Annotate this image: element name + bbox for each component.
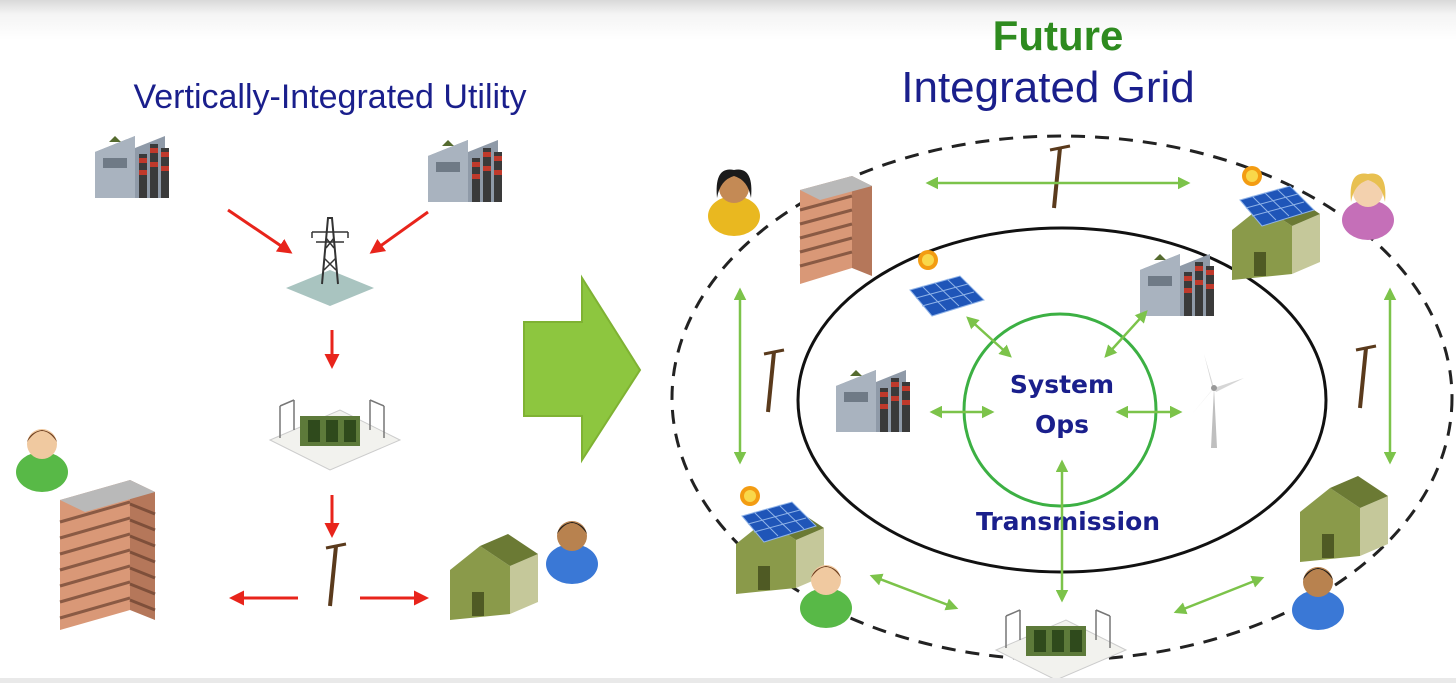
substation-icon [269, 399, 401, 471]
sun-icon [1242, 166, 1262, 186]
utility-pole-icon [324, 542, 348, 608]
solar-panel-icon [909, 275, 985, 317]
utility-pole-icon [1354, 344, 1378, 410]
sun-icon [740, 486, 760, 506]
person-icon [708, 169, 760, 236]
person-icon [546, 521, 598, 584]
green-arrow [966, 316, 1012, 358]
office-building-icon [58, 478, 157, 632]
person-icon [1342, 173, 1394, 240]
person-icon [1292, 567, 1344, 630]
substation-icon [995, 609, 1127, 681]
green-arrow [1173, 575, 1265, 615]
right-panel: Future Integrated Grid System Ops Transm… [670, 12, 1454, 681]
left-title: Vertically-Integrated Utility [133, 78, 526, 116]
transmission-tower-icon [285, 217, 375, 307]
house-icon [450, 534, 538, 620]
power-plant-icon [95, 136, 169, 198]
house-icon [1300, 476, 1388, 562]
wind-turbine-icon [1192, 354, 1244, 448]
red-arrow [369, 210, 429, 254]
transition-arrow [523, 274, 642, 464]
system-ops-label-line1: System [1010, 370, 1114, 399]
system-ops-label-line2: Ops [1035, 410, 1089, 439]
transmission-label: Transmission [976, 507, 1160, 536]
power-plant-icon [1140, 254, 1214, 316]
utility-pole-icon [762, 348, 786, 414]
right-title-grid: Integrated Grid [901, 63, 1195, 112]
green-arrow [869, 573, 959, 611]
office-building-icon [798, 174, 874, 286]
power-plant-icon [836, 370, 910, 432]
green-arrow [1104, 310, 1148, 358]
red-arrow [227, 208, 293, 254]
power-plant-icon [428, 140, 502, 202]
left-panel: Vertically-Integrated Utility [16, 78, 598, 632]
sun-icon [918, 250, 938, 270]
right-title-future: Future [993, 12, 1124, 59]
person-icon [16, 429, 68, 492]
utility-pole-icon [1048, 144, 1072, 210]
